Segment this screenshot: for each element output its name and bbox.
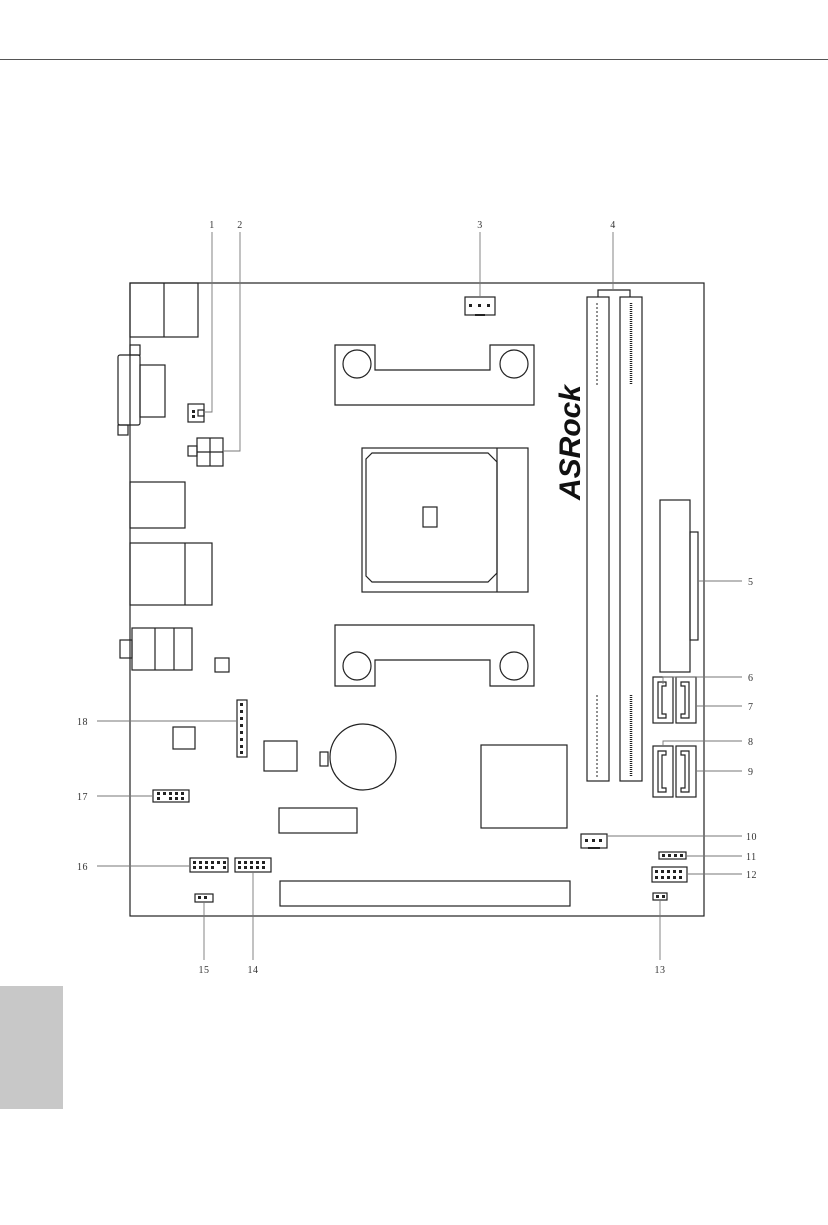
brand-logo: ASRock xyxy=(554,384,587,501)
callout-16: 16 xyxy=(77,862,88,873)
callout-1: 1 xyxy=(209,220,215,231)
cpu-socket xyxy=(362,448,528,592)
callout-6: 6 xyxy=(748,673,754,684)
callout-8: 8 xyxy=(748,737,754,748)
callout-18: 18 xyxy=(77,717,88,728)
header-16-pins xyxy=(190,858,228,872)
callout-11: 11 xyxy=(746,852,757,863)
cooler-retention-bracket-top xyxy=(335,345,534,405)
leader-line-1 xyxy=(204,232,212,412)
callout-4: 4 xyxy=(610,220,616,231)
bios-chip-socket xyxy=(279,808,357,833)
header-14-pins xyxy=(235,858,271,872)
atx12v-power-connector xyxy=(188,438,223,466)
io-chip xyxy=(264,741,297,771)
callout-7: 7 xyxy=(748,702,754,713)
memory-slots-ddr xyxy=(587,290,642,781)
callout-2: 2 xyxy=(237,220,243,231)
cmos-battery xyxy=(320,724,396,790)
callout-10: 10 xyxy=(746,832,757,843)
leader-line-6 xyxy=(663,677,742,684)
leader-line-2 xyxy=(223,232,240,451)
board-outline xyxy=(130,283,704,916)
chipset xyxy=(481,745,567,828)
callout-17: 17 xyxy=(77,792,88,803)
sata-ports xyxy=(653,677,696,797)
callout-12: 12 xyxy=(746,870,757,881)
atx-power-connector xyxy=(660,500,698,672)
fan-header-3pin-small xyxy=(188,404,204,422)
callout-3: 3 xyxy=(477,220,483,231)
header-17-pins xyxy=(153,790,189,802)
callout-15: 15 xyxy=(199,965,210,976)
leader-line-8 xyxy=(663,741,742,746)
callout-14: 14 xyxy=(248,965,259,976)
callout-9: 9 xyxy=(748,767,754,778)
callout-13: 13 xyxy=(655,965,666,976)
pcie-slot xyxy=(280,881,570,906)
cooler-retention-bracket-bottom xyxy=(335,625,534,686)
front-panel-header xyxy=(652,867,687,882)
header-18-pins xyxy=(237,700,247,757)
callout-5: 5 xyxy=(748,577,754,588)
